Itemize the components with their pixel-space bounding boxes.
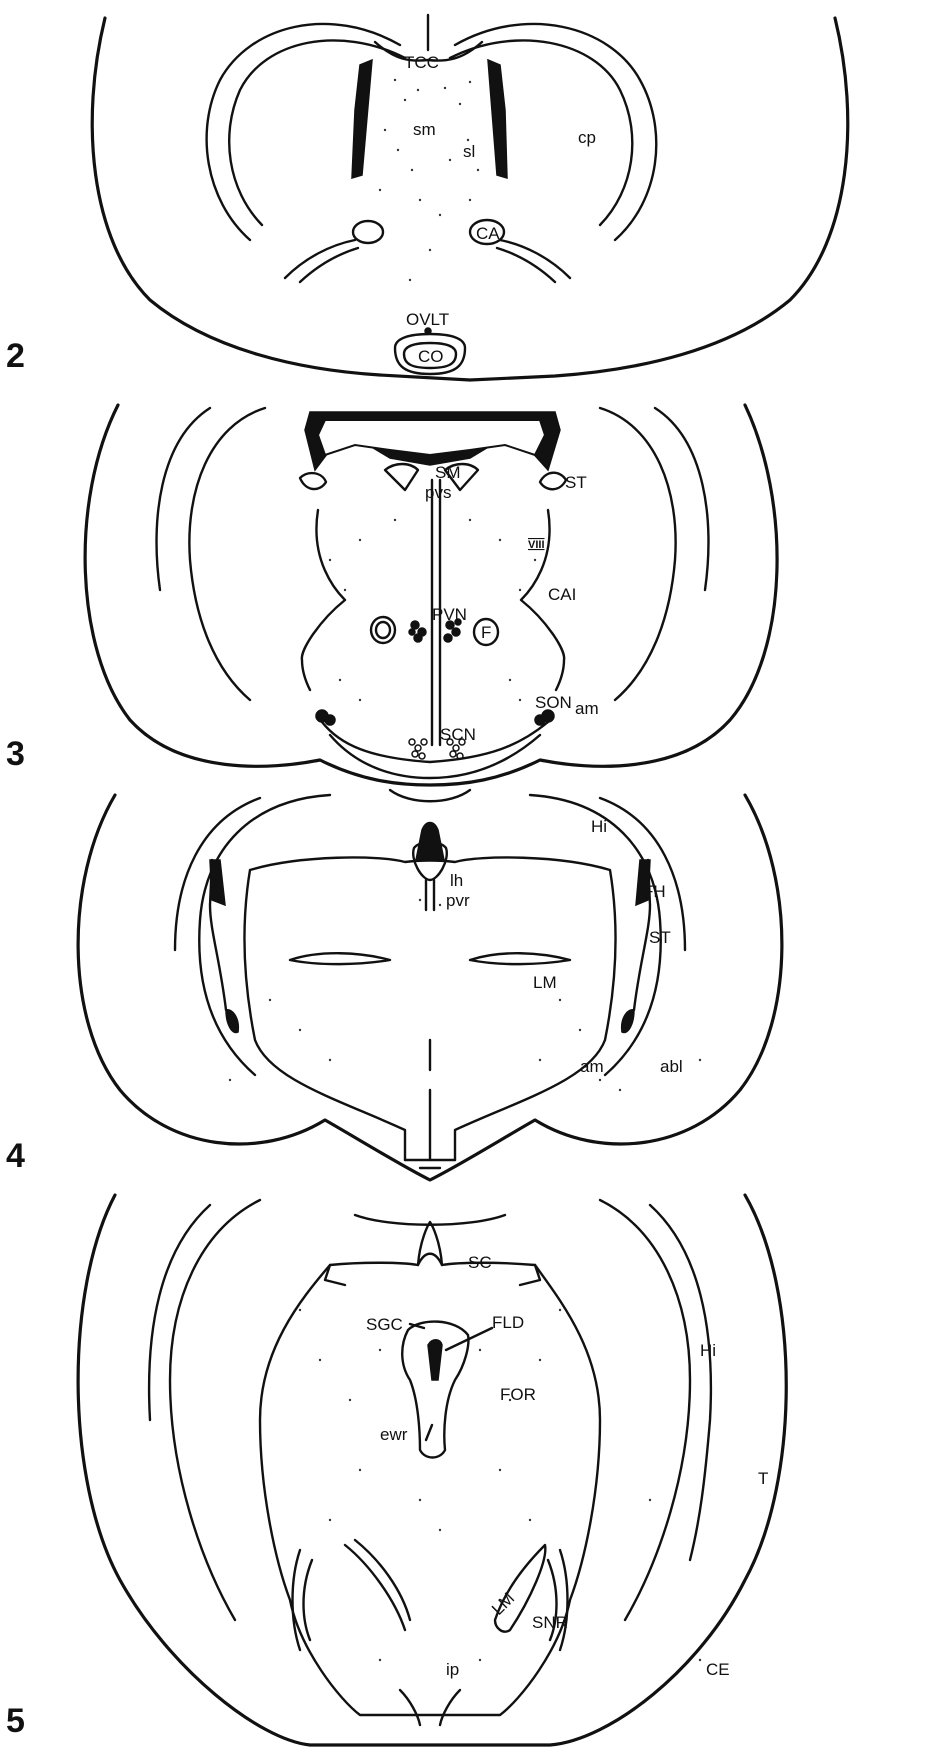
- panel-3-left-fornix-inner: [376, 622, 390, 638]
- panel-3-label-am: am: [575, 699, 599, 718]
- panel-5-left-cortex-inner: [170, 1200, 260, 1620]
- panel-3-label-f: F: [481, 623, 491, 642]
- panel-5-label-hi: Hi: [700, 1341, 716, 1360]
- panel-2-label-sl: sl: [463, 142, 475, 161]
- panel-3-dorsal-ventricle-lumen: [318, 420, 545, 455]
- panel-3-label-viii: VIII: [528, 539, 545, 551]
- panel-5-label-sgc: SGC: [366, 1315, 403, 1334]
- panel-3-section: SM pvs ST VIII CAI PVN F SON am SCN 3: [6, 405, 777, 785]
- panel-2-label-cp: cp: [578, 128, 596, 147]
- panel-5-left-sc-wing: [325, 1265, 345, 1285]
- panel-2-label-co: CO: [418, 347, 444, 366]
- panel-4-right-st-dark: [622, 1010, 634, 1033]
- panel-4-label-pvr: pvr: [446, 891, 470, 910]
- panel-5-label-t: T: [758, 1469, 768, 1488]
- panel-3-label-pvn: PVN: [432, 605, 467, 624]
- panel-5-number: 5: [6, 1702, 25, 1740]
- panel-3-left-stria: [300, 473, 326, 489]
- panel-2-label-sm: sm: [413, 120, 436, 139]
- panel-3-left-cortex-inner: [189, 408, 265, 700]
- panel-5-label-ce: CE: [706, 1660, 730, 1679]
- panel-4-label-lm: LM: [533, 973, 557, 992]
- panel-4-stipple: [229, 899, 701, 1091]
- panel-5-fld-dark: [428, 1340, 442, 1380]
- panel-4-label-lh: lh: [450, 871, 463, 890]
- panel-4-section: Hi lh pvr FH ST LM am abl 4: [6, 790, 782, 1180]
- panel-4-left-cortex-inner: [199, 795, 330, 1075]
- panel-3-label-pvs: pvs: [425, 483, 451, 502]
- panel-3-left-cortex-inner-2: [157, 408, 210, 590]
- panel-5-left-cortex-inner-2: [149, 1205, 210, 1420]
- panel-5-midbrain-outline: [260, 1254, 600, 1715]
- panel-5-right-cortex-inner-2: [650, 1205, 711, 1560]
- panel-2-label-ovlt: OVLT: [406, 310, 449, 329]
- panel-2-right-hemisphere-inner-2: [450, 40, 632, 225]
- panel-5-label-snr: SNR: [532, 1613, 568, 1632]
- panel-2-left-ca-tract: [285, 240, 355, 278]
- panel-2-label-ca: CA: [476, 224, 500, 243]
- panel-4-number: 4: [6, 1137, 25, 1175]
- panel-5-label-ip: ip: [446, 1660, 459, 1679]
- panel-5-left-snr: [400, 1690, 420, 1725]
- panel-2-right-ca-tract: [500, 240, 570, 278]
- panel-3-number: 3: [6, 735, 25, 773]
- panel-4-label-fh: FH: [643, 882, 666, 901]
- panel-3-label-son: SON: [535, 693, 572, 712]
- panel-2-right-ventricle: [488, 60, 507, 178]
- panel-5-label-ewr: ewr: [380, 1425, 408, 1444]
- panel-5-ewr-pointer: [426, 1425, 432, 1440]
- panel-4-right-cortex-inner: [530, 795, 661, 1075]
- panel-4-right-lm: [470, 953, 570, 964]
- panel-4-pvr: [426, 880, 434, 910]
- panel-5-section: SC SGC FLD Hi FOR ewr T LM SNR ip CE 5: [6, 1195, 786, 1745]
- panel-5-label-sc: SC: [468, 1253, 492, 1272]
- panel-3-label-sm: SM: [435, 463, 461, 482]
- panel-5-right-cortex-inner: [600, 1200, 690, 1620]
- panel-3-label-scn: SCN: [440, 725, 476, 744]
- panel-4-label-hi: Hi: [591, 817, 607, 836]
- panel-4-label-st: ST: [649, 928, 671, 947]
- panel-2-section: TCC sm sl cp CA OVLT CO 2: [6, 15, 848, 380]
- panel-4-left-st-dark: [226, 1010, 238, 1033]
- panel-2-right-hemisphere-inner: [455, 24, 656, 240]
- panel-4-left-lm: [290, 953, 390, 964]
- panel-3-left-sm: [385, 464, 418, 490]
- panel-5-left-lateral-tract: [345, 1540, 410, 1630]
- panel-4-top-arc: [390, 790, 470, 801]
- panel-2-left-ventricle: [352, 60, 372, 178]
- panel-2-left-hemisphere-inner: [207, 24, 400, 240]
- panel-5-right-sc-wing: [520, 1265, 540, 1285]
- panel-2-left-hemisphere-inner-2: [229, 40, 405, 225]
- panel-5-label-lm: LM: [488, 1589, 518, 1619]
- panel-5-right-snr: [440, 1690, 460, 1725]
- panel-3-right-cortex-inner: [600, 408, 676, 700]
- panel-2-label-tcc: TCC: [404, 53, 439, 72]
- panel-5-label-fld: FLD: [492, 1313, 524, 1332]
- panel-2-left-anterior-commissure: [353, 221, 383, 243]
- panel-2-right-ca-tract-2: [497, 248, 555, 282]
- panel-4-left-fh: [210, 860, 225, 905]
- panel-4-label-abl: abl: [660, 1057, 683, 1076]
- panel-2-number: 2: [6, 337, 25, 375]
- panel-3-right-stria: [540, 473, 566, 490]
- panel-2-left-ca-tract-2: [300, 248, 358, 282]
- panel-3-son-clusters: [316, 710, 554, 725]
- panel-3-label-st: ST: [565, 473, 587, 492]
- panel-5-label-for: FOR: [500, 1385, 536, 1404]
- panel-2-stipple: [379, 79, 479, 281]
- panel-3-right-cortex-inner-2: [655, 408, 708, 590]
- panel-3-label-cai: CAI: [548, 585, 576, 604]
- panel-4-label-am: am: [580, 1057, 604, 1076]
